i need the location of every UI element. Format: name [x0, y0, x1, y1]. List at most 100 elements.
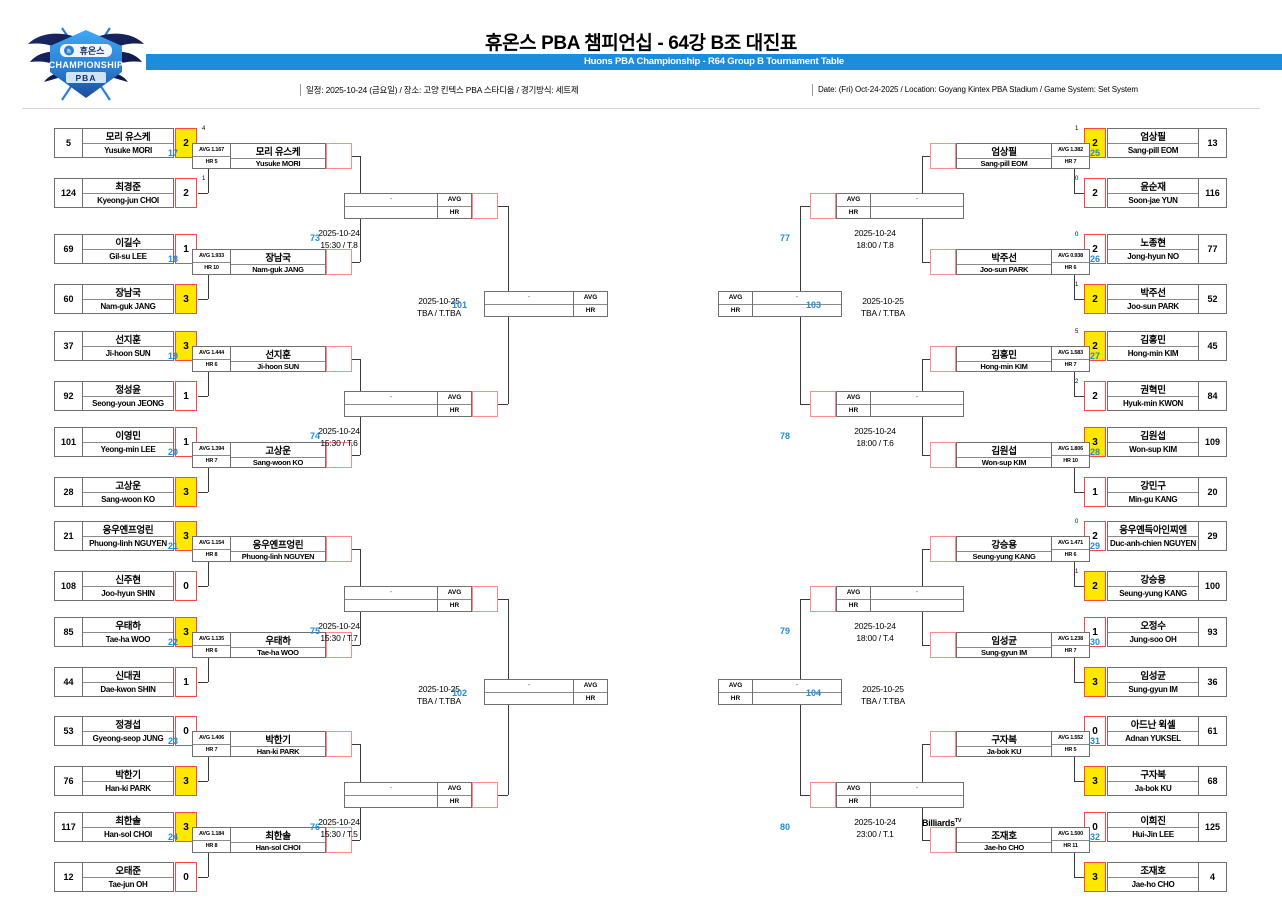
result-box[interactable] — [472, 193, 498, 219]
result-box[interactable] — [326, 731, 352, 757]
result-box[interactable] — [810, 586, 836, 612]
result-box[interactable] — [930, 442, 956, 468]
score-box[interactable]: 3 — [175, 766, 197, 796]
result-box[interactable] — [930, 632, 956, 658]
score-box[interactable]: 3 — [175, 521, 197, 551]
score-box[interactable]: 1 — [175, 667, 197, 697]
result-box[interactable] — [326, 249, 352, 275]
score-box[interactable]: 2 — [1084, 284, 1106, 314]
score-box[interactable]: 0 — [175, 862, 197, 892]
result-box[interactable] — [326, 346, 352, 372]
result-box[interactable] — [810, 193, 836, 219]
result-box[interactable] — [930, 249, 956, 275]
score-box[interactable]: 2 — [175, 178, 197, 208]
result-box[interactable] — [326, 536, 352, 562]
result-box[interactable] — [930, 536, 956, 562]
result-box[interactable] — [930, 143, 956, 169]
score-box[interactable]: 3 — [175, 812, 197, 842]
result-box[interactable] — [810, 391, 836, 417]
score-box[interactable]: 1 — [175, 381, 197, 411]
result-box[interactable] — [326, 143, 352, 169]
score-box[interactable]: 3 — [175, 284, 197, 314]
score-box[interactable]: 3 — [1084, 766, 1106, 796]
result-box[interactable] — [326, 442, 352, 468]
score-box[interactable]: 3 — [1084, 862, 1106, 892]
result-box[interactable] — [472, 586, 498, 612]
score-box[interactable]: 0 — [175, 571, 197, 601]
result-box[interactable] — [326, 827, 352, 853]
score-box[interactable]: 2 — [1084, 571, 1106, 601]
score-box[interactable]: 3 — [175, 477, 197, 507]
result-box[interactable] — [930, 827, 956, 853]
score-box[interactable]: 1 — [1084, 477, 1106, 507]
result-box[interactable] — [472, 391, 498, 417]
result-box[interactable] — [810, 782, 836, 808]
result-box[interactable] — [472, 782, 498, 808]
result-box[interactable] — [930, 346, 956, 372]
score-box[interactable]: 3 — [1084, 667, 1106, 697]
score-box[interactable]: 2 — [1084, 381, 1106, 411]
result-box[interactable] — [326, 632, 352, 658]
